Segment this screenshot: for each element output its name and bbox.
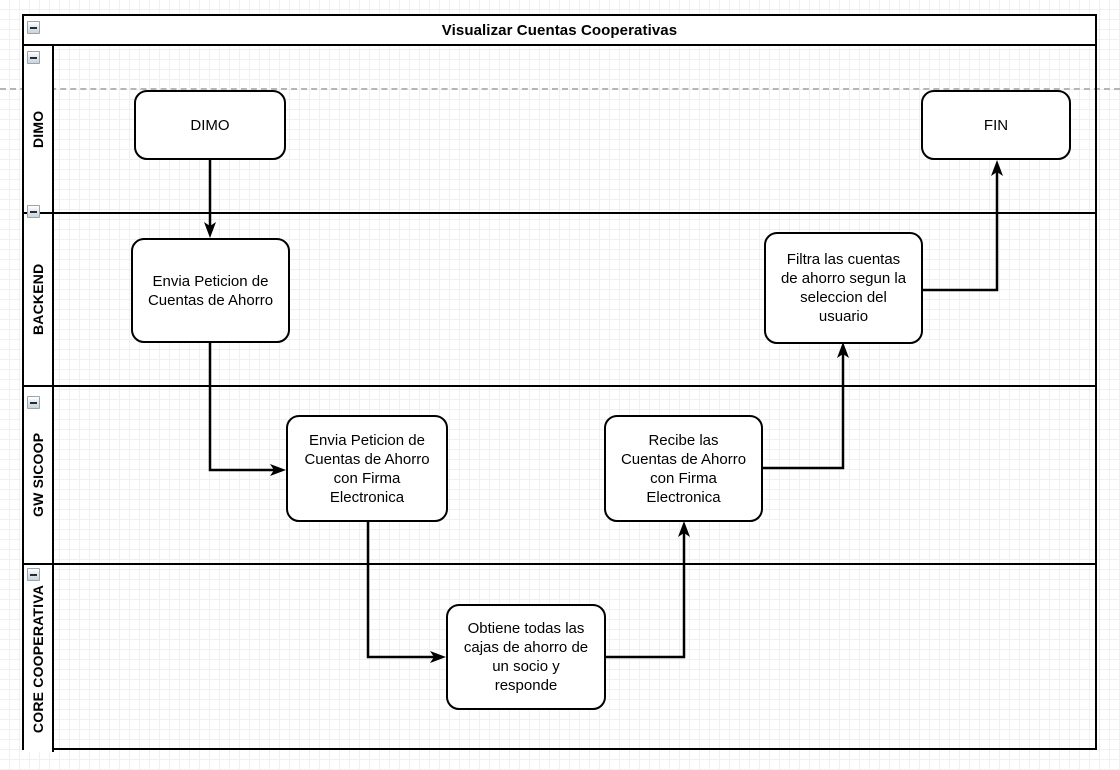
lane-header-core-cooperativa[interactable]: CORE COOPERATIVA [24, 565, 54, 752]
collapse-icon-lane-core-cooperativa[interactable] [27, 568, 40, 581]
task-label: DIMO [190, 116, 230, 134]
task-envia-peticion-firma-electronica[interactable]: Envia Peticion de Cuentas de Ahorro con … [286, 415, 448, 522]
collapse-icon-lane-gw-sicoop[interactable] [27, 396, 40, 409]
task-envia-peticion-cuentas-ahorro[interactable]: Envia Peticion de Cuentas de Ahorro [131, 238, 290, 343]
task-label: Envia Peticion de Cuentas de Ahorro [147, 272, 274, 309]
task-label: Filtra las cuentas de ahorro segun la se… [780, 251, 907, 325]
task-filtra-cuentas-seleccion-usuario[interactable]: Filtra las cuentas de ahorro segun la se… [764, 232, 923, 344]
task-label: FIN [983, 116, 1009, 134]
collapse-icon-pool[interactable] [27, 21, 40, 34]
page-title: Visualizar Cuentas Cooperativas [441, 21, 678, 39]
lane-header-gw-sicoop[interactable]: GW SICOOP [24, 387, 54, 563]
lane-dimo[interactable]: DIMO [24, 46, 1095, 212]
task-obtiene-cajas-ahorro-socio[interactable]: Obtiene todas las cajas de ahorro de un … [446, 604, 606, 710]
task-recibe-cuentas-firma-electronica[interactable]: Recibe las Cuentas de Ahorro con Firma E… [604, 415, 763, 522]
task-label: Obtiene todas las cajas de ahorro de un … [463, 620, 589, 694]
task-dimo-start[interactable]: DIMO [134, 90, 286, 160]
lane-gw-sicoop[interactable]: GW SICOOP [24, 385, 1095, 563]
lane-backend[interactable]: BACKEND [24, 212, 1095, 385]
lane-core-cooperativa[interactable]: CORE COOPERATIVA [24, 563, 1095, 752]
lane-header-backend[interactable]: BACKEND [24, 214, 54, 385]
pool-visualizar-cuentas-cooperativas[interactable]: Visualizar Cuentas Cooperativas DIMO BAC… [22, 14, 1097, 752]
page-break-guide [0, 88, 1120, 90]
task-fin-end[interactable]: FIN [921, 90, 1071, 160]
task-label: Envia Peticion de Cuentas de Ahorro con … [304, 431, 430, 506]
pool-header[interactable]: Visualizar Cuentas Cooperativas [24, 16, 1095, 46]
task-label: Recibe las Cuentas de Ahorro con Firma E… [620, 431, 747, 506]
lane-header-dimo[interactable]: DIMO [24, 46, 54, 212]
collapse-icon-lane-backend[interactable] [27, 205, 40, 218]
collapse-icon-lane-dimo[interactable] [27, 51, 40, 64]
